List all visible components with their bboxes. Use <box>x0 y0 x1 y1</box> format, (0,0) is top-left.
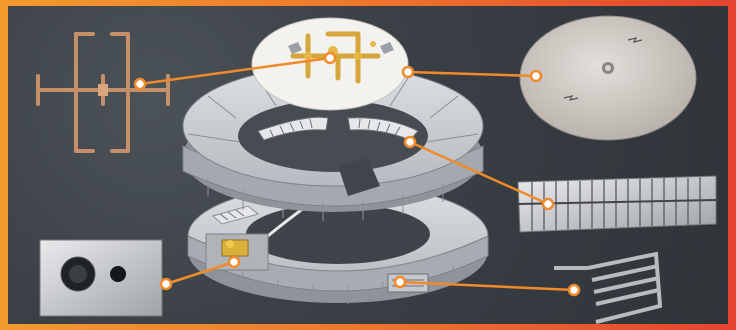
upper-brick-ring <box>182 65 484 221</box>
lower-brick-ring <box>187 183 489 304</box>
assembly-diagram-svg <box>36 15 717 324</box>
callout-dots <box>133 51 581 297</box>
manifold-valve <box>98 84 108 96</box>
round-cover-plate-component <box>519 15 697 141</box>
heat-deflector-grill-component <box>517 175 717 233</box>
control-panel-box-component <box>39 239 163 317</box>
u-shaped-rack-component <box>554 251 663 324</box>
diagram-canvas <box>8 6 728 324</box>
callout-lines <box>139 56 575 292</box>
